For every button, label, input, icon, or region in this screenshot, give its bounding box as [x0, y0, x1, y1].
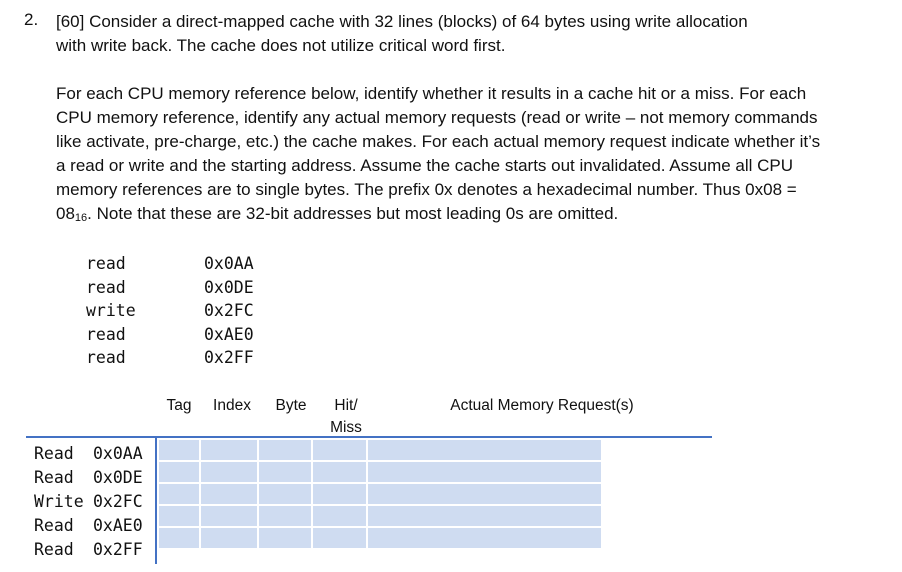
header-byte: Byte — [275, 397, 307, 414]
hit-miss-cell[interactable] — [311, 504, 368, 528]
paragraph-line-4: a read or write and the starting address… — [56, 156, 794, 175]
tag-cell[interactable] — [157, 482, 201, 506]
reference-address: 0x2FC — [204, 301, 254, 320]
byte-cell[interactable] — [257, 482, 313, 506]
hit-miss-cell[interactable] — [311, 482, 368, 506]
paragraph-line-2: CPU memory reference, identify any actua… — [56, 108, 818, 127]
table-row-label: Read 0x2FF — [34, 538, 143, 562]
header-actual-requests: Actual Memory Request(s) — [450, 397, 634, 414]
index-cell[interactable] — [199, 482, 259, 506]
instructions-paragraph: For each CPU memory reference below, ide… — [56, 82, 896, 230]
header-hit: Hit/ — [334, 397, 358, 414]
tag-cell[interactable] — [157, 504, 201, 528]
hex-example: 08 — [56, 204, 75, 223]
reference-address: 0x0DE — [204, 277, 254, 297]
table-row-label: Read 0xAE0 — [34, 514, 143, 538]
header-miss: Miss — [330, 419, 362, 436]
byte-cell[interactable] — [257, 526, 313, 550]
table-row — [157, 526, 603, 550]
row-address: 0xAE0 — [93, 516, 143, 535]
question-line-2: with write back. The cache does not util… — [56, 36, 506, 55]
table-row — [157, 482, 603, 506]
actual-request-cell[interactable] — [366, 526, 603, 550]
row-labels: Read 0x0AA Read 0x0DE Write 0x2FC Read 0xAE0… — [34, 442, 143, 562]
reference-address: 0xAE0 — [204, 324, 254, 344]
reference-op: write — [86, 301, 136, 320]
hit-miss-cell[interactable] — [311, 460, 368, 484]
header-hit-miss: Hit/ Miss — [322, 395, 370, 439]
tag-cell[interactable] — [157, 460, 201, 484]
question-line-1: [60] Consider a direct-mapped cache with… — [56, 12, 748, 31]
paragraph-line-1: For each CPU memory reference below, ide… — [56, 84, 807, 103]
table-left-rule — [155, 436, 157, 564]
tag-cell[interactable] — [157, 438, 201, 462]
reference-ops: read read write read read — [86, 252, 136, 370]
base-subscript: 16 — [74, 212, 88, 224]
row-address: 0x0AA — [93, 444, 143, 463]
row-address: 0x2FF — [93, 540, 143, 559]
row-op: Read — [34, 540, 74, 559]
row-address: 0x0DE — [93, 468, 143, 487]
byte-cell[interactable] — [257, 504, 313, 528]
row-op: Read — [34, 444, 74, 463]
table-row — [157, 438, 603, 462]
paragraph-line-3: like activate, pre-charge, etc.) the cac… — [56, 132, 821, 151]
table-row — [157, 460, 603, 484]
hit-miss-cell[interactable] — [311, 526, 368, 550]
reference-addresses: 0x0AA 0x0DE 0x2FC 0xAE0 0x2FF — [204, 252, 254, 370]
actual-request-cell[interactable] — [366, 504, 603, 528]
tag-cell[interactable] — [157, 526, 201, 550]
actual-request-cell[interactable] — [366, 438, 603, 462]
header-index: Index — [213, 397, 251, 414]
table-row-label: Write 0x2FC — [34, 490, 143, 514]
header-tag: Tag — [166, 397, 192, 414]
row-op: Read — [34, 468, 74, 487]
index-cell[interactable] — [199, 504, 259, 528]
row-op: Read — [34, 516, 74, 535]
reference-address: 0x0AA — [204, 254, 254, 273]
table-top-rule — [26, 436, 712, 438]
index-cell[interactable] — [199, 438, 259, 462]
reference-op: read — [86, 277, 126, 297]
paragraph-line-6: 0816. Note that these are 32-bit address… — [56, 202, 896, 230]
actual-request-cell[interactable] — [366, 460, 603, 484]
byte-cell[interactable] — [257, 460, 313, 484]
paragraph-line-6-rest: . Note that these are 32-bit addresses b… — [87, 204, 619, 223]
question-number: 2. — [24, 10, 39, 29]
hit-miss-cell[interactable] — [311, 438, 368, 462]
table-row-label: Read 0x0DE — [34, 466, 143, 490]
row-op: Write — [34, 492, 84, 511]
reference-op: read — [86, 254, 126, 273]
reference-op: read — [86, 324, 126, 344]
reference-address: 0x2FF — [204, 348, 254, 367]
index-cell[interactable] — [199, 526, 259, 550]
table-row — [157, 504, 603, 528]
index-cell[interactable] — [199, 460, 259, 484]
paragraph-line-5: memory references are to single bytes. T… — [56, 180, 797, 199]
reference-op: read — [86, 348, 126, 367]
table-row-label: Read 0x0AA — [34, 442, 143, 466]
actual-request-cell[interactable] — [366, 482, 603, 506]
answer-table — [157, 438, 603, 550]
byte-cell[interactable] — [257, 438, 313, 462]
row-address: 0x2FC — [93, 492, 143, 511]
